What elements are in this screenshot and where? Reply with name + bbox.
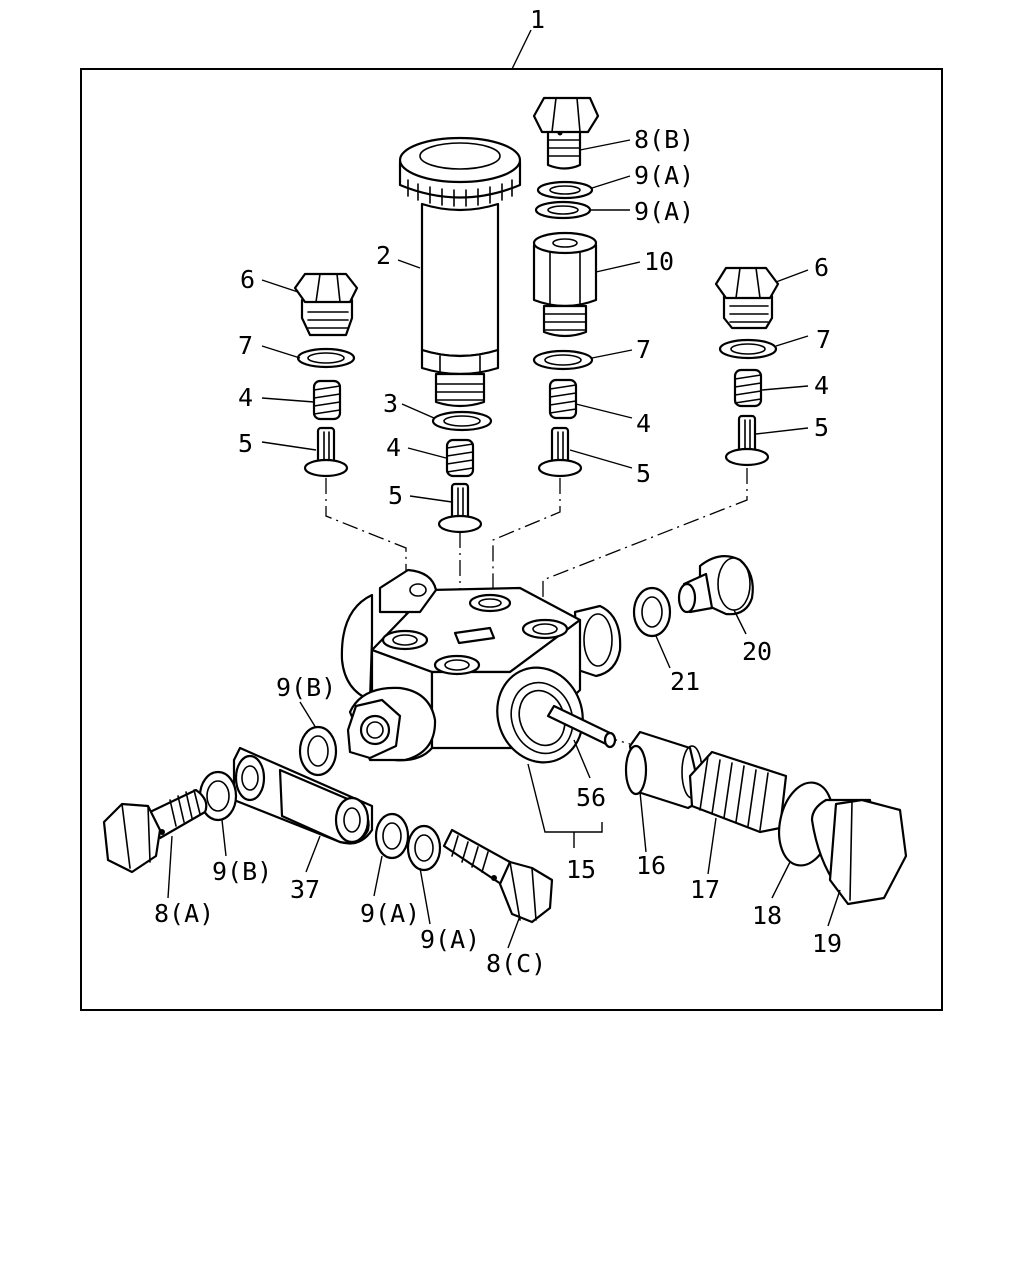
label-4-center: 4 [386, 433, 401, 462]
label-21: 21 [670, 667, 700, 696]
label-5-center: 5 [388, 481, 403, 510]
leader-lines [167, 139, 841, 949]
bolt-8b [532, 96, 600, 170]
washer-9a-top1 [536, 180, 594, 200]
assembly-leader [511, 29, 532, 70]
label-6-right: 6 [814, 253, 829, 282]
label-17: 17 [690, 875, 720, 904]
plug-19 [810, 798, 908, 906]
label-8a: 8(A) [154, 899, 214, 928]
connector-10 [532, 231, 598, 338]
washer-9b-upper [298, 725, 338, 777]
label-6-left: 6 [240, 265, 255, 294]
label-19: 19 [812, 929, 842, 958]
gasket-mid [532, 349, 594, 371]
gasket-3 [431, 410, 493, 432]
label-7-left: 7 [238, 331, 253, 360]
spring-right [733, 368, 763, 408]
washer-9a-top2 [534, 200, 592, 220]
label-9b-lower: 9(B) [212, 857, 272, 886]
label-10: 10 [644, 247, 674, 276]
plug-right [714, 266, 780, 330]
label-20: 20 [742, 637, 772, 666]
valve-center [437, 482, 483, 534]
gasket-right [718, 338, 778, 360]
assembly-frame [80, 68, 943, 1011]
label-3: 3 [383, 389, 398, 418]
washer-9a-low1 [374, 812, 410, 860]
label-5-left: 5 [238, 429, 253, 458]
valve-right-mid [537, 426, 583, 478]
pump-body [340, 568, 622, 764]
bolt-8a [102, 788, 208, 874]
plug-20 [677, 555, 754, 616]
plug-left [293, 272, 359, 337]
valve-right [724, 414, 770, 467]
label-7-mid: 7 [636, 335, 651, 364]
label-5-right: 5 [814, 413, 829, 442]
label-4-left: 4 [238, 383, 253, 412]
label-4-right: 4 [814, 371, 829, 400]
label-9a-low1: 9(A) [360, 899, 420, 928]
eye-joint-37 [232, 746, 374, 845]
label-15: 15 [566, 855, 596, 884]
spring-17 [688, 750, 788, 834]
label-9a-top2: 9(A) [634, 197, 694, 226]
label-8c: 8(C) [486, 949, 546, 978]
label-18: 18 [752, 901, 782, 930]
label-1: 1 [530, 5, 545, 34]
valve-left [303, 426, 349, 478]
label-8b: 8(B) [634, 125, 694, 154]
spring-right-mid [548, 378, 578, 420]
label-16: 16 [636, 851, 666, 880]
label-9a-top1: 9(A) [634, 161, 694, 190]
gasket-left [296, 347, 356, 369]
primer-pump [398, 136, 522, 408]
spring-left [312, 379, 342, 421]
label-4-right-mid: 4 [636, 409, 651, 438]
bolt-8c [442, 828, 554, 924]
label-2: 2 [376, 241, 391, 270]
washer-9a-low2 [406, 824, 442, 872]
label-37: 37 [290, 875, 320, 904]
label-7-right: 7 [816, 325, 831, 354]
spring-center [445, 438, 475, 478]
label-56: 56 [576, 783, 606, 812]
label-5-right-mid: 5 [636, 459, 651, 488]
gasket-21 [632, 586, 672, 638]
label-9b-upper: 9(B) [276, 673, 336, 702]
label-9a-low2: 9(A) [420, 925, 480, 954]
sleeve-16 [624, 730, 704, 810]
